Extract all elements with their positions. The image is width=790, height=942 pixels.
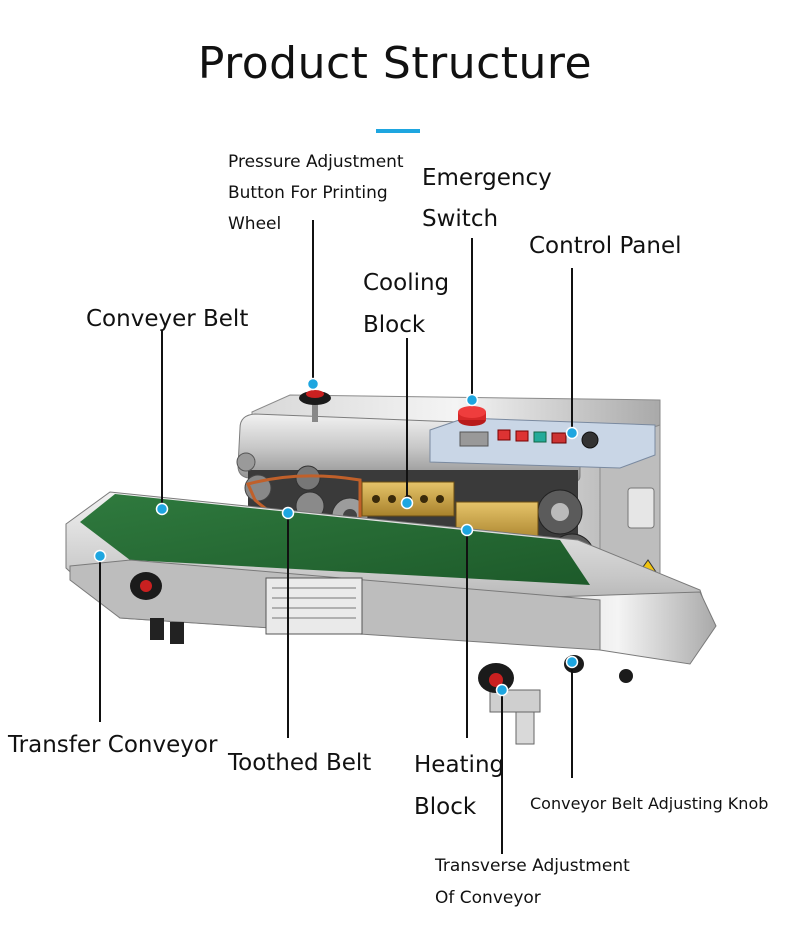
transfer-knob [130, 572, 162, 600]
label-pressure-adjustment-line1: Pressure Adjustment [228, 152, 404, 172]
label-toothed-belt: Toothed Belt [228, 750, 372, 776]
label-emergency-line2: Switch [422, 206, 499, 232]
emergency-switch [458, 406, 486, 426]
control-panel-plate [429, 417, 656, 469]
label-cooling-line1: Cooling [363, 270, 450, 296]
label-conveyor-belt-knob: Conveyor Belt Adjusting Knob [530, 794, 769, 813]
label-emergency-line1: Emergency [422, 165, 552, 191]
label-pressure-adjustment-line3: Wheel [228, 214, 282, 234]
title-underline [376, 129, 420, 133]
label-transfer-conveyor: Transfer Conveyor [8, 732, 218, 758]
label-heating-line2: Block [414, 794, 477, 820]
label-transverse-line1: Transverse Adjustment [435, 856, 630, 876]
page-title: Product Structure [197, 38, 593, 89]
label-control-panel: Control Panel [529, 233, 682, 259]
label-conveyer-belt: Conveyer Belt [86, 306, 249, 332]
label-transverse-line2: Of Conveyor [435, 888, 541, 908]
label-pressure-adjustment-line2: Button For Printing [228, 183, 388, 203]
callout-dots [93, 377, 579, 697]
pressure-knob [299, 390, 331, 422]
label-heating-line1: Heating [414, 752, 505, 778]
leader-lines [99, 220, 573, 854]
label-cooling-line2: Block [363, 312, 426, 338]
